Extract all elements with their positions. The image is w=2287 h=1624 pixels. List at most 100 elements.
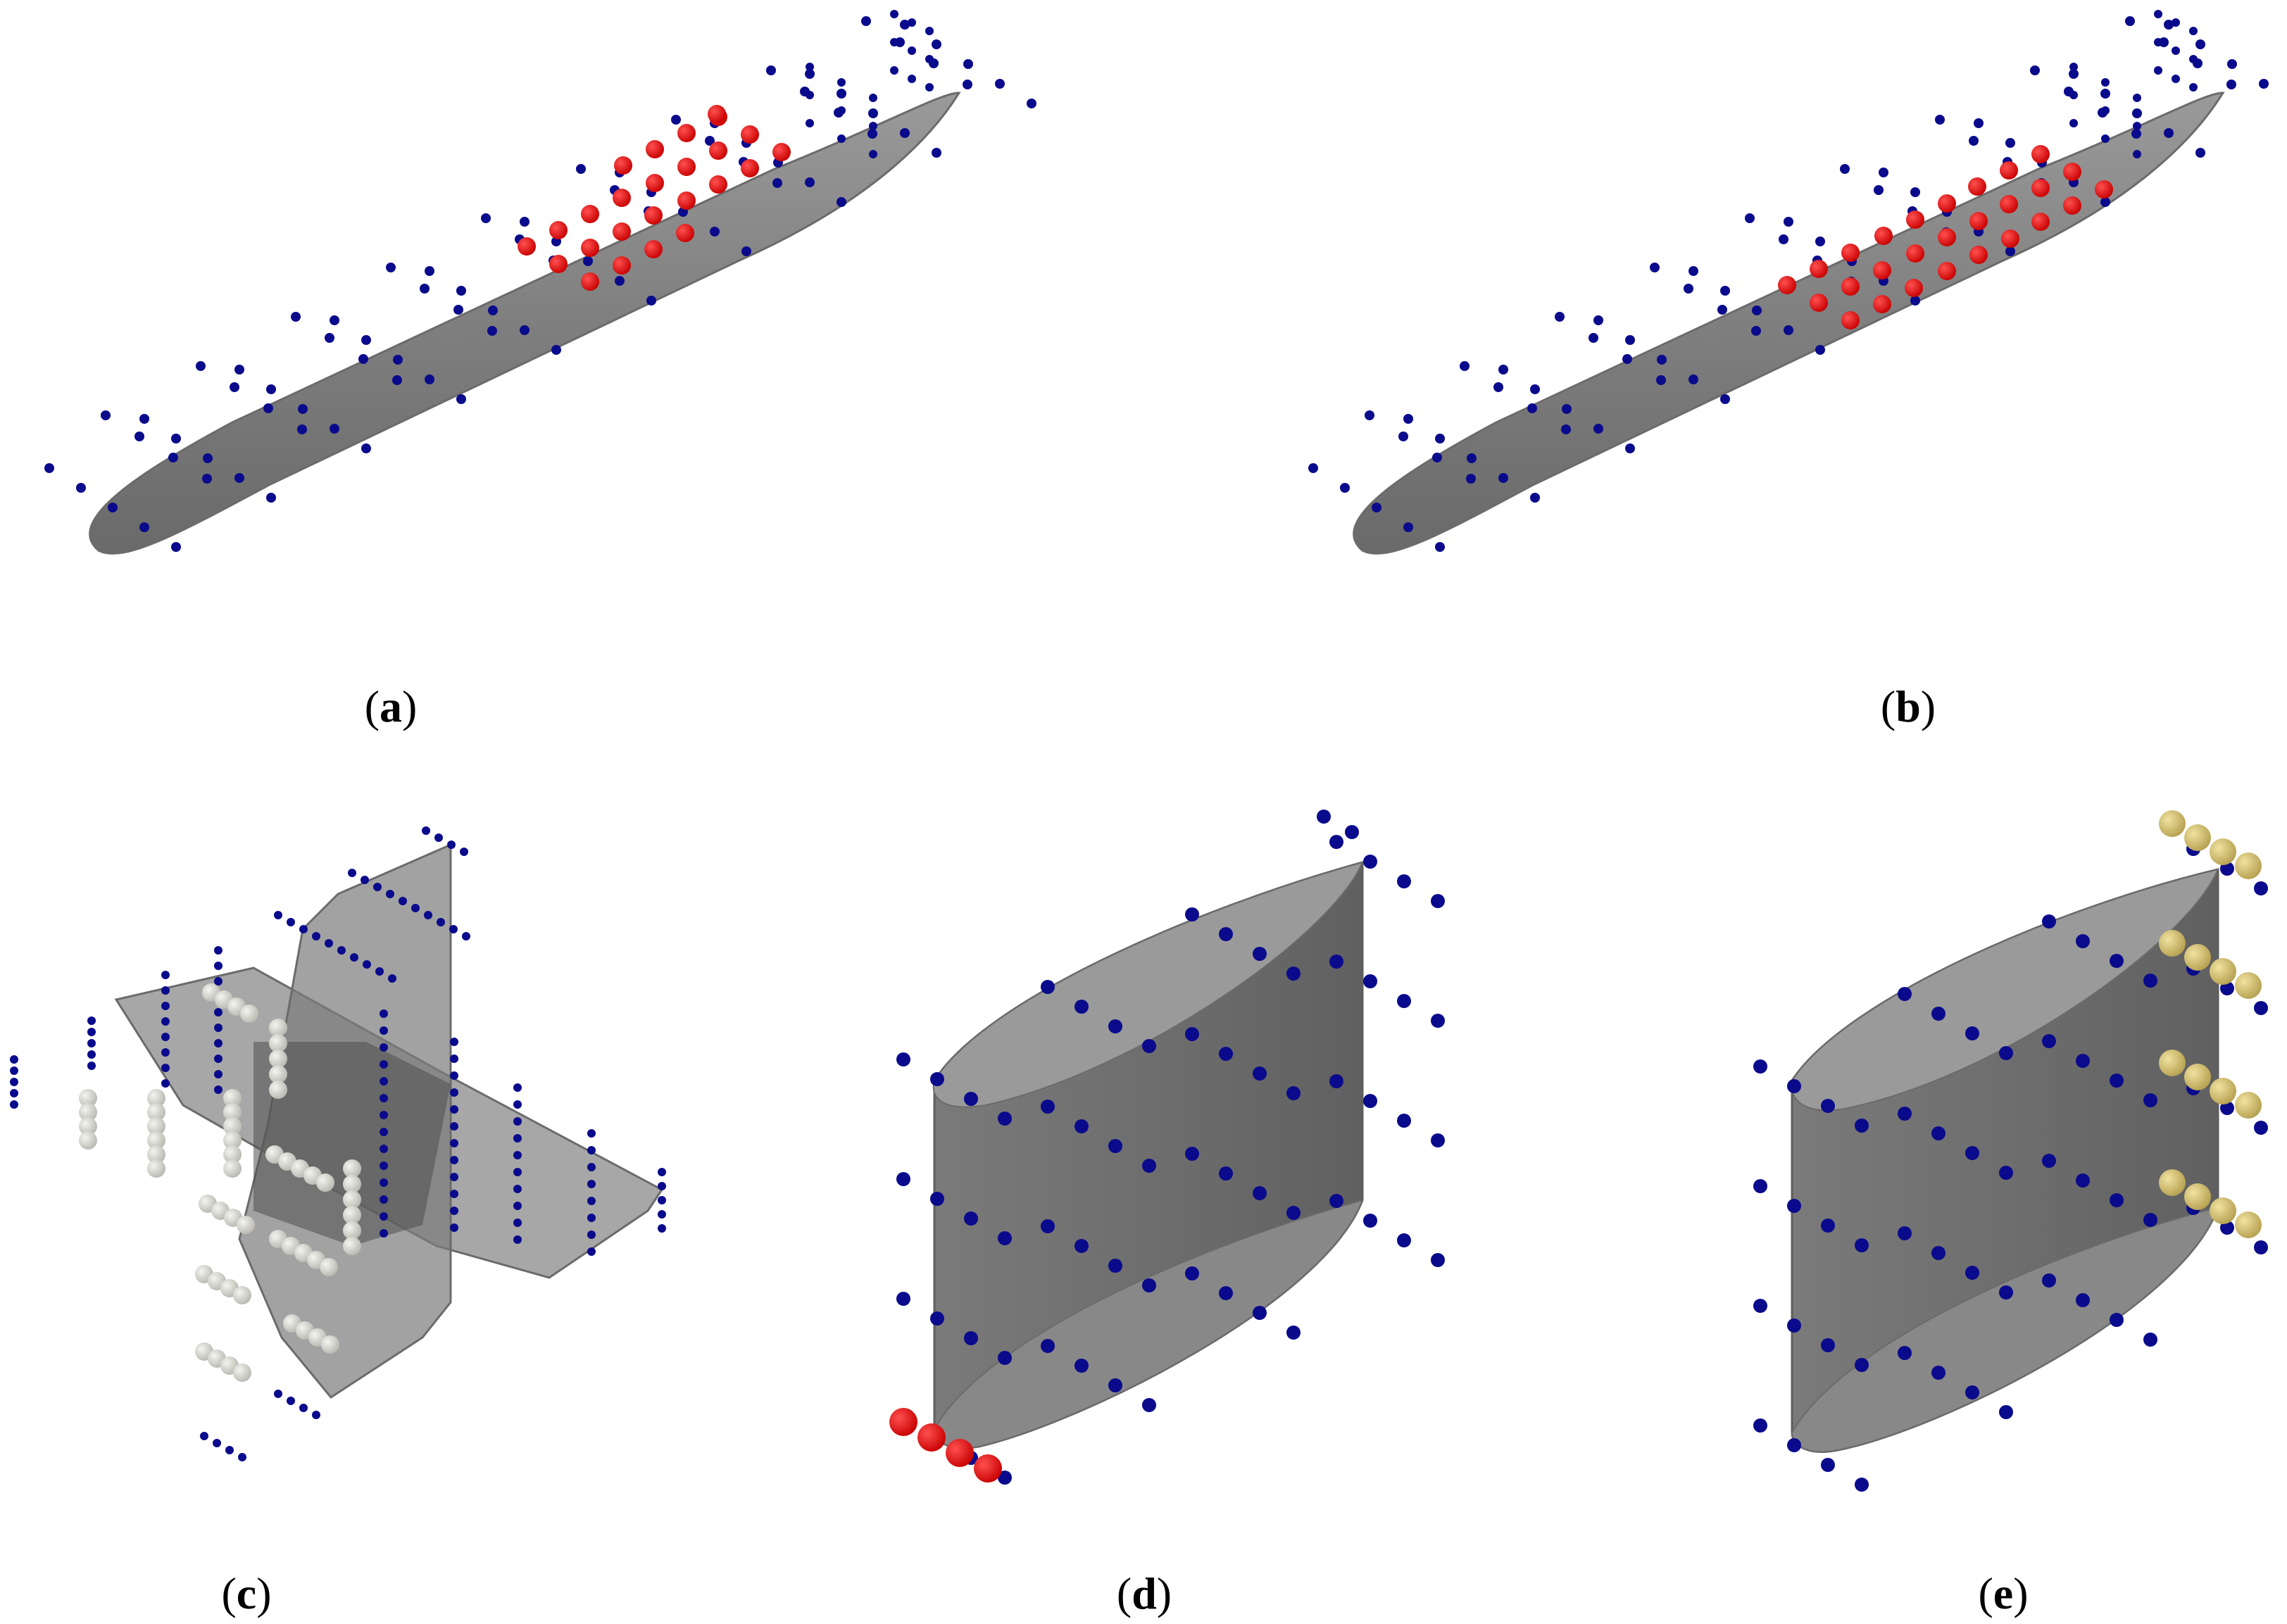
control-point-marker <box>513 1117 522 1126</box>
control-point-marker <box>2042 1273 2056 1288</box>
control-point-marker <box>806 91 814 99</box>
control-point-marker <box>644 206 663 225</box>
control-point-marker <box>298 404 308 414</box>
control-point-marker <box>161 986 170 995</box>
control-point-marker <box>1965 1385 1979 1399</box>
control-point-marker <box>2235 972 2262 999</box>
control-point-marker <box>1815 345 1825 355</box>
control-point-marker <box>1720 394 1730 404</box>
control-point-marker <box>2184 944 2211 971</box>
control-point-marker <box>2159 930 2186 957</box>
control-point-marker <box>2189 83 2198 92</box>
control-point-marker <box>890 38 898 46</box>
control-point-marker <box>240 1005 258 1023</box>
control-point-marker <box>343 1206 361 1224</box>
control-point-marker <box>1041 1339 1055 1353</box>
control-point-marker <box>171 434 181 443</box>
control-point-marker <box>10 1100 18 1109</box>
control-point-marker <box>330 424 339 434</box>
control-point-marker <box>1840 164 1850 174</box>
control-point-marker <box>1879 168 1888 177</box>
control-point-marker <box>2101 78 2110 87</box>
control-point-marker <box>450 1055 458 1063</box>
control-point-marker <box>1562 404 1572 414</box>
control-point-marker <box>363 960 371 969</box>
control-point-marker <box>2254 1121 2268 1135</box>
control-point-marker <box>87 1039 96 1047</box>
control-point-marker <box>388 974 396 983</box>
control-point-marker <box>1622 354 1632 364</box>
control-point-marker <box>312 1411 320 1419</box>
control-point-marker <box>644 240 663 258</box>
control-point-marker <box>1779 234 1788 244</box>
control-point-marker <box>1253 1306 1267 1320</box>
control-point-marker <box>1329 1074 1343 1088</box>
control-point-marker <box>861 16 871 26</box>
control-point-marker <box>520 325 530 335</box>
control-point-marker <box>868 108 878 118</box>
control-point-marker <box>1142 1398 1156 1412</box>
wing-segment-shape <box>932 861 1364 1108</box>
control-point-marker <box>1435 434 1445 443</box>
control-point-marker <box>837 89 846 99</box>
panel-label-a: (a) <box>365 681 418 731</box>
control-point-marker <box>1435 542 1445 552</box>
control-point-marker <box>896 1052 910 1066</box>
control-point-marker <box>2259 79 2269 89</box>
control-point-marker <box>1784 217 1793 227</box>
control-point-marker <box>671 115 681 125</box>
control-point-marker <box>837 78 846 87</box>
control-point-marker <box>890 10 898 18</box>
control-point-marker <box>147 1159 165 1178</box>
control-point-marker <box>925 27 934 35</box>
control-point-marker <box>1752 306 1762 315</box>
control-point-marker <box>1253 1066 1267 1081</box>
control-point-marker <box>1041 980 1055 994</box>
control-point-marker <box>805 69 815 79</box>
control-point-marker <box>1074 1000 1089 1014</box>
control-point-marker <box>101 410 111 420</box>
control-point-marker <box>2076 934 2090 948</box>
control-point-marker <box>551 345 561 355</box>
control-point-marker <box>2076 1173 2090 1188</box>
control-point-marker <box>481 213 491 223</box>
control-point-marker <box>2159 810 2186 837</box>
control-point-marker <box>513 1134 522 1143</box>
control-point-marker <box>450 1122 458 1131</box>
control-point-marker <box>1906 244 1924 263</box>
wing-segment-shape <box>1791 868 2219 1112</box>
control-point-marker <box>1527 403 1537 413</box>
control-point-marker <box>386 890 394 898</box>
control-point-marker <box>2069 69 2079 79</box>
control-point-marker <box>1498 365 1508 374</box>
control-point-marker <box>2195 39 2205 49</box>
control-point-marker <box>1931 1126 1945 1140</box>
control-point-marker <box>373 883 382 891</box>
control-point-marker <box>581 239 599 257</box>
control-point-marker <box>741 159 759 177</box>
control-point-marker <box>513 1219 522 1227</box>
control-point-marker <box>837 197 846 207</box>
control-point-marker <box>513 1202 522 1210</box>
control-point-marker <box>234 473 244 483</box>
control-point-marker <box>908 18 916 27</box>
control-point-marker <box>225 1446 234 1454</box>
control-point-marker <box>2235 1092 2262 1119</box>
control-point-marker <box>1074 1359 1089 1373</box>
control-point-marker <box>587 1247 596 1256</box>
control-point-marker <box>1185 1147 1199 1161</box>
control-point-marker <box>1873 295 1891 313</box>
control-point-marker <box>2235 852 2262 879</box>
control-point-marker <box>460 848 468 856</box>
active-points-d <box>889 1408 1002 1483</box>
control-point-marker <box>1841 311 1860 329</box>
control-point-marker <box>380 1077 388 1085</box>
control-point-marker <box>230 382 239 392</box>
control-point-marker <box>2000 195 2018 213</box>
control-point-marker <box>269 1065 287 1083</box>
control-point-marker <box>1185 1266 1199 1280</box>
control-point-marker <box>513 1168 522 1176</box>
control-point-marker <box>964 1092 978 1106</box>
panel-label-b: (b) <box>1881 681 1936 731</box>
control-point-marker <box>1999 1046 2013 1060</box>
